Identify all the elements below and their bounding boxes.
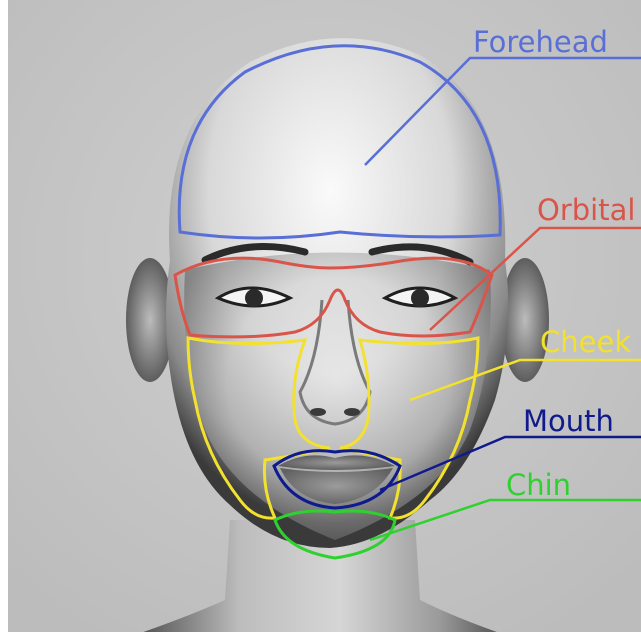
left-nostril [310,408,326,416]
chin-label: Chin [506,468,571,502]
left-border [0,0,8,640]
left-iris [245,289,263,307]
orbital-label: Orbital [537,193,635,227]
forehead-label: Forehead [473,25,608,59]
right-nostril [344,408,360,416]
right-iris [411,289,429,307]
mouth-label: Mouth [523,404,614,438]
bottom-border [0,632,641,640]
cheek-label: Cheek [540,325,631,359]
